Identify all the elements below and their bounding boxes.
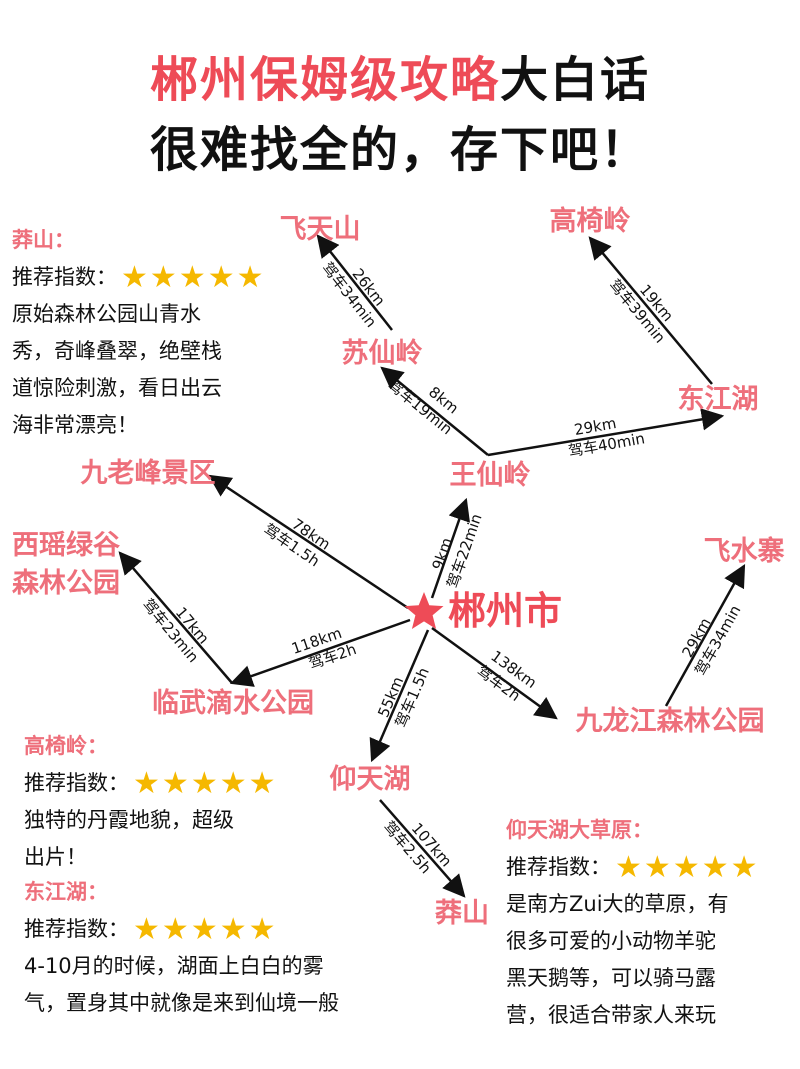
rating-label: 推荐指数：	[506, 855, 611, 879]
card-gaoyiling: 高椅岭： 推荐指数： ★★★★★ 独特的丹霞地貌，超级 出片！	[24, 728, 324, 876]
star-icon: ★	[190, 765, 218, 801]
place-dongjianghu: 东江湖	[678, 383, 759, 415]
rating-stars: ★★★★★	[615, 849, 760, 885]
rating-label: 推荐指数：	[24, 771, 129, 795]
card-dongjianghu-desc-1: 4-10月的时候，湖面上白白的雾	[24, 954, 324, 978]
card-dongjianghu-desc-2: 气，置身其中就像是来到仙境一般	[24, 991, 339, 1015]
center-city-name: 郴州市	[448, 589, 562, 633]
page-subtitle: 很难找全的，存下吧！	[149, 122, 650, 178]
card-gaoyiling-desc-2: 出片！	[24, 845, 87, 869]
card-yangtianhu-desc-1: 是南方Zui大的草原，有	[506, 892, 729, 916]
rating-stars: ★★★★★	[133, 765, 278, 801]
place-feishuizhai: 飞水寨	[704, 535, 785, 567]
route-arrow-wangxian-dongjiang	[487, 408, 725, 457]
route-arrow-city-yangtian	[369, 629, 430, 763]
place-jiulongjiang: 九龙江森林公园	[576, 706, 765, 737]
card-mangshan-desc-2: 秀，奇峰叠翠，绝壁栈	[12, 339, 222, 363]
star-icon: ★	[219, 765, 247, 801]
star-icon: ★	[615, 849, 642, 885]
star-icon	[404, 592, 444, 629]
card-mangshan: 莽山： 推荐指数： ★★★★★ 原始森林公园山青水 秀，奇峰叠翠，绝壁栈 道惊险…	[12, 222, 302, 444]
route-arrow-city-jiulong	[431, 626, 558, 720]
route-arrow-wangxian-suxian	[380, 366, 489, 456]
place-feitianshan: 飞天山	[280, 214, 361, 245]
place-linwu: 临武滴水公园	[152, 687, 314, 719]
star-icon: ★	[219, 911, 247, 947]
star-icon: ★	[121, 259, 148, 295]
rating-stars: ★★★★★	[133, 911, 278, 947]
card-mangshan-desc-3: 道惊险刺激，看日出云	[12, 376, 222, 400]
star-icon: ★	[643, 849, 671, 885]
card-yangtianhu-desc-4: 营，很适合带家人来玩	[506, 1003, 716, 1027]
route-arrow-suxian-feitian	[316, 234, 393, 331]
route-arrow-yangtian-mang	[379, 799, 466, 898]
star-icon: ★	[672, 849, 700, 885]
route-arrow-linwu-xiyao	[118, 551, 233, 684]
title-suffix: 大白话	[500, 52, 651, 108]
star-icon: ★	[207, 259, 235, 295]
card-dongjianghu-name: 东江湖：	[24, 880, 108, 904]
star-icon: ★	[161, 911, 189, 947]
rating-label: 推荐指数：	[12, 265, 117, 289]
place-xiyao-line1: 西瑶绿谷	[12, 530, 121, 561]
star-icon: ★	[236, 259, 264, 295]
center-node: 郴州市	[404, 589, 562, 633]
title-highlight: 郴州保姆级攻略	[149, 52, 500, 108]
route-arrow-jiulong-feishui	[664, 564, 746, 707]
route-arrow-city-wangxian	[430, 497, 470, 599]
place-suxianling: 苏仙岭	[342, 338, 423, 369]
card-dongjianghu-rating: 推荐指数： ★★★★★	[24, 911, 424, 948]
star-icon: ★	[149, 259, 177, 295]
place-wangxianling: 王仙岭	[450, 460, 531, 491]
route-arrow-dongjiang-gaoyi	[588, 236, 713, 385]
star-icon: ★	[178, 259, 206, 295]
card-gaoyiling-rating: 推荐指数： ★★★★★	[24, 765, 324, 802]
card-gaoyiling-desc-1: 独特的丹霞地貌，超级	[24, 808, 234, 832]
card-mangshan-name: 莽山：	[12, 228, 75, 252]
card-yangtianhu-rating: 推荐指数： ★★★★★	[506, 849, 796, 886]
star-icon: ★	[133, 911, 160, 947]
card-mangshan-rating: 推荐指数： ★★★★★	[12, 259, 302, 296]
place-mangshan: 莽山	[435, 898, 489, 929]
card-mangshan-desc-4: 海非常漂亮！	[12, 413, 138, 437]
card-yangtianhu-desc-3: 黑天鹅等，可以骑马露	[506, 966, 716, 990]
card-yangtianhu: 仰天湖大草原： 推荐指数： ★★★★★ 是南方Zui大的草原，有 很多可爱的小动…	[506, 812, 796, 1034]
place-gaoyiling: 高椅岭	[550, 205, 631, 237]
route-arrow-city-jiulao	[208, 474, 409, 610]
place-xiyao-line2: 森林公园	[12, 568, 120, 599]
rating-stars: ★★★★★	[121, 259, 266, 295]
card-dongjianghu: 东江湖： 推荐指数： ★★★★★ 4-10月的时候，湖面上白白的雾 气，置身其中…	[24, 874, 424, 1022]
star-icon: ★	[133, 765, 160, 801]
star-icon: ★	[161, 765, 189, 801]
card-yangtianhu-desc-2: 很多可爱的小动物羊驼	[506, 929, 716, 953]
star-icon: ★	[190, 911, 218, 947]
star-icon: ★	[701, 849, 729, 885]
route-arrow-city-linwu	[229, 618, 411, 687]
place-yangtianhu: 仰天湖	[330, 764, 411, 795]
card-mangshan-desc-1: 原始森林公园山青水	[12, 302, 201, 326]
place-jiulaofeng: 九老峰景区	[81, 458, 216, 489]
star-icon: ★	[730, 849, 758, 885]
star-icon: ★	[248, 911, 276, 947]
page-title: 郴州保姆级攻略大白话	[0, 40, 800, 110]
rating-label: 推荐指数：	[24, 917, 129, 941]
card-gaoyiling-name: 高椅岭：	[24, 734, 108, 758]
star-icon: ★	[248, 765, 276, 801]
card-yangtianhu-name: 仰天湖大草原：	[506, 818, 653, 842]
